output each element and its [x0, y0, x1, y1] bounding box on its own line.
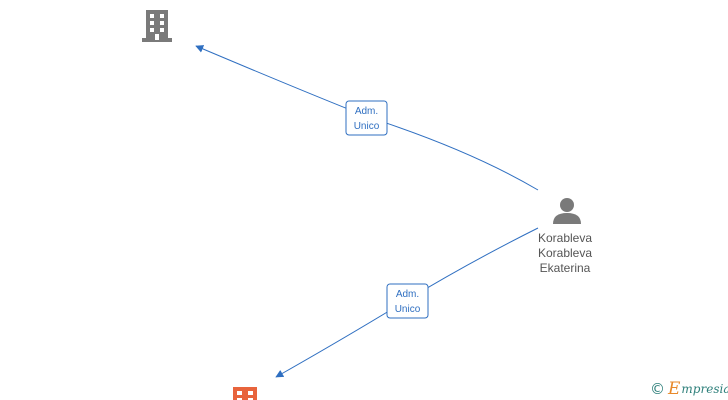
- brand-initial: E: [668, 379, 681, 399]
- person-icon[interactable]: [553, 198, 581, 224]
- building-icon[interactable]: [142, 10, 172, 42]
- edge-label-top-line1: Adm.: [355, 106, 378, 117]
- person-name-line-1: Korableva: [537, 231, 593, 245]
- person-name[interactable]: Korableva Korableva Ekaterina: [520, 231, 610, 276]
- edge-label-bottom-line1: Adm.: [396, 289, 419, 300]
- building-icon[interactable]: [233, 387, 257, 400]
- brand-logo: © E mpresia: [650, 379, 728, 399]
- edge-label-bottom-line2: Unico: [395, 304, 421, 315]
- edge-label-top-line2: Unico: [354, 121, 380, 132]
- person-name-line-2: Korableva: [537, 246, 593, 260]
- edge-label-bottom[interactable]: Adm. Unico: [386, 283, 429, 319]
- copyright-icon: ©: [650, 380, 665, 398]
- brand-name: mpresia: [681, 382, 728, 396]
- edge-label-top[interactable]: Adm. Unico: [345, 100, 388, 136]
- person-name-line-3: Ekaterina: [539, 261, 591, 275]
